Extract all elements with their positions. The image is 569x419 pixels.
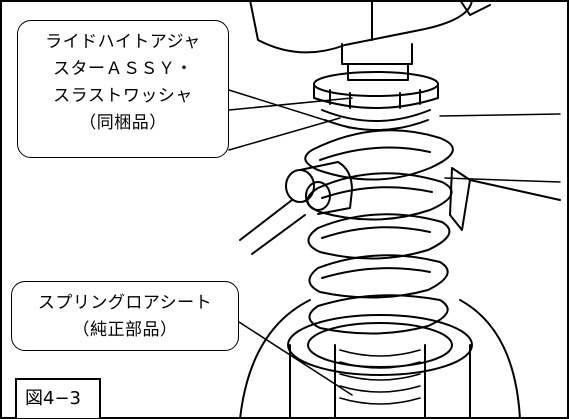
callout-top-line-4: （同梱品）: [79, 113, 167, 133]
mount-shaft: [341, 43, 413, 65]
thrust-washer: [321, 109, 431, 122]
callout-top-line-3: スラストワッシャ: [53, 86, 193, 106]
callout-top-line-1: ライドハイトアジャ: [45, 32, 201, 52]
upper-body-outline: [249, 0, 473, 54]
leader-line-bottom: [238, 321, 353, 396]
callout-bottom-line-1: スプリングロアシート: [37, 293, 213, 313]
coil-spring: [304, 129, 454, 335]
leader-line-top: [228, 89, 351, 129]
figure-label: 図4−3: [15, 378, 101, 418]
callout-top-line-2: スターＡＳＳＹ・: [53, 59, 193, 79]
callout-spring-lower-seat: スプリングロアシート （純正部品）: [11, 281, 239, 351]
lower-seat: [287, 314, 473, 376]
link-rod: [239, 161, 353, 255]
callout-bottom-line-2: （純正部品）: [72, 320, 178, 340]
callout-ride-height-adjuster: ライドハイトアジャ スターＡＳＳＹ・ スラストワッシャ （同梱品）: [17, 20, 229, 158]
